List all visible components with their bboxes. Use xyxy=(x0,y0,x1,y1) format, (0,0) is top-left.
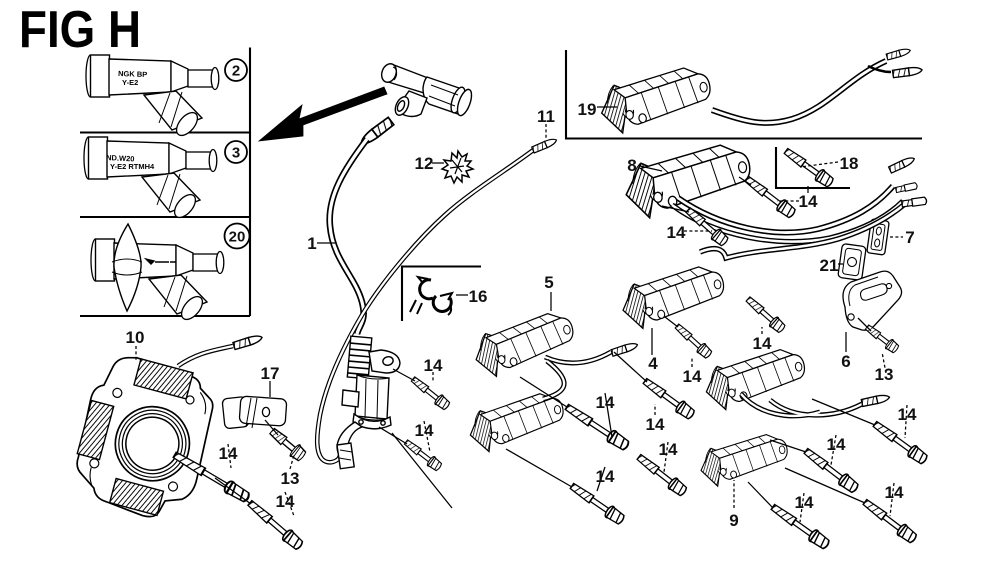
svg-text:12: 12 xyxy=(415,154,434,173)
svg-text:14: 14 xyxy=(415,421,434,440)
svg-text:14: 14 xyxy=(667,223,686,242)
svg-text:21: 21 xyxy=(820,256,839,275)
svg-text:FIG H: FIG H xyxy=(19,1,141,59)
svg-text:9: 9 xyxy=(729,511,738,530)
svg-text:14: 14 xyxy=(596,393,615,412)
svg-text:3: 3 xyxy=(232,145,240,162)
svg-text:17: 17 xyxy=(261,364,280,383)
svg-text:16: 16 xyxy=(469,287,488,306)
svg-text:7: 7 xyxy=(905,228,914,247)
svg-text:5: 5 xyxy=(544,273,553,292)
svg-text:11: 11 xyxy=(537,107,555,126)
svg-text:14: 14 xyxy=(646,415,665,434)
svg-text:14: 14 xyxy=(753,334,772,353)
svg-text:14: 14 xyxy=(799,192,818,211)
svg-text:14: 14 xyxy=(827,435,846,454)
svg-text:14: 14 xyxy=(683,367,702,386)
svg-text:14: 14 xyxy=(596,467,615,486)
svg-text:14: 14 xyxy=(885,483,904,502)
svg-text:19: 19 xyxy=(578,100,597,119)
svg-text:2: 2 xyxy=(232,63,240,80)
svg-text:NGK BP: NGK BP xyxy=(118,69,147,79)
svg-text:14: 14 xyxy=(795,493,814,512)
svg-text:1: 1 xyxy=(307,234,316,253)
svg-text:14: 14 xyxy=(659,440,678,459)
svg-text:13: 13 xyxy=(281,469,300,488)
svg-text:14: 14 xyxy=(219,444,238,463)
svg-text:Y-E2 RTMH4: Y-E2 RTMH4 xyxy=(110,162,155,171)
svg-text:18: 18 xyxy=(840,154,859,173)
svg-text:ND.W20: ND.W20 xyxy=(106,153,135,163)
svg-text:20: 20 xyxy=(229,229,246,246)
svg-text:6: 6 xyxy=(841,352,850,371)
svg-text:8: 8 xyxy=(627,156,636,175)
svg-text:4: 4 xyxy=(648,354,658,373)
svg-text:Y-E2: Y-E2 xyxy=(122,78,138,87)
svg-text:14: 14 xyxy=(424,356,443,375)
svg-text:13: 13 xyxy=(875,365,894,384)
svg-text:14: 14 xyxy=(276,492,295,511)
svg-text:14: 14 xyxy=(898,405,917,424)
svg-text:10: 10 xyxy=(126,328,145,347)
